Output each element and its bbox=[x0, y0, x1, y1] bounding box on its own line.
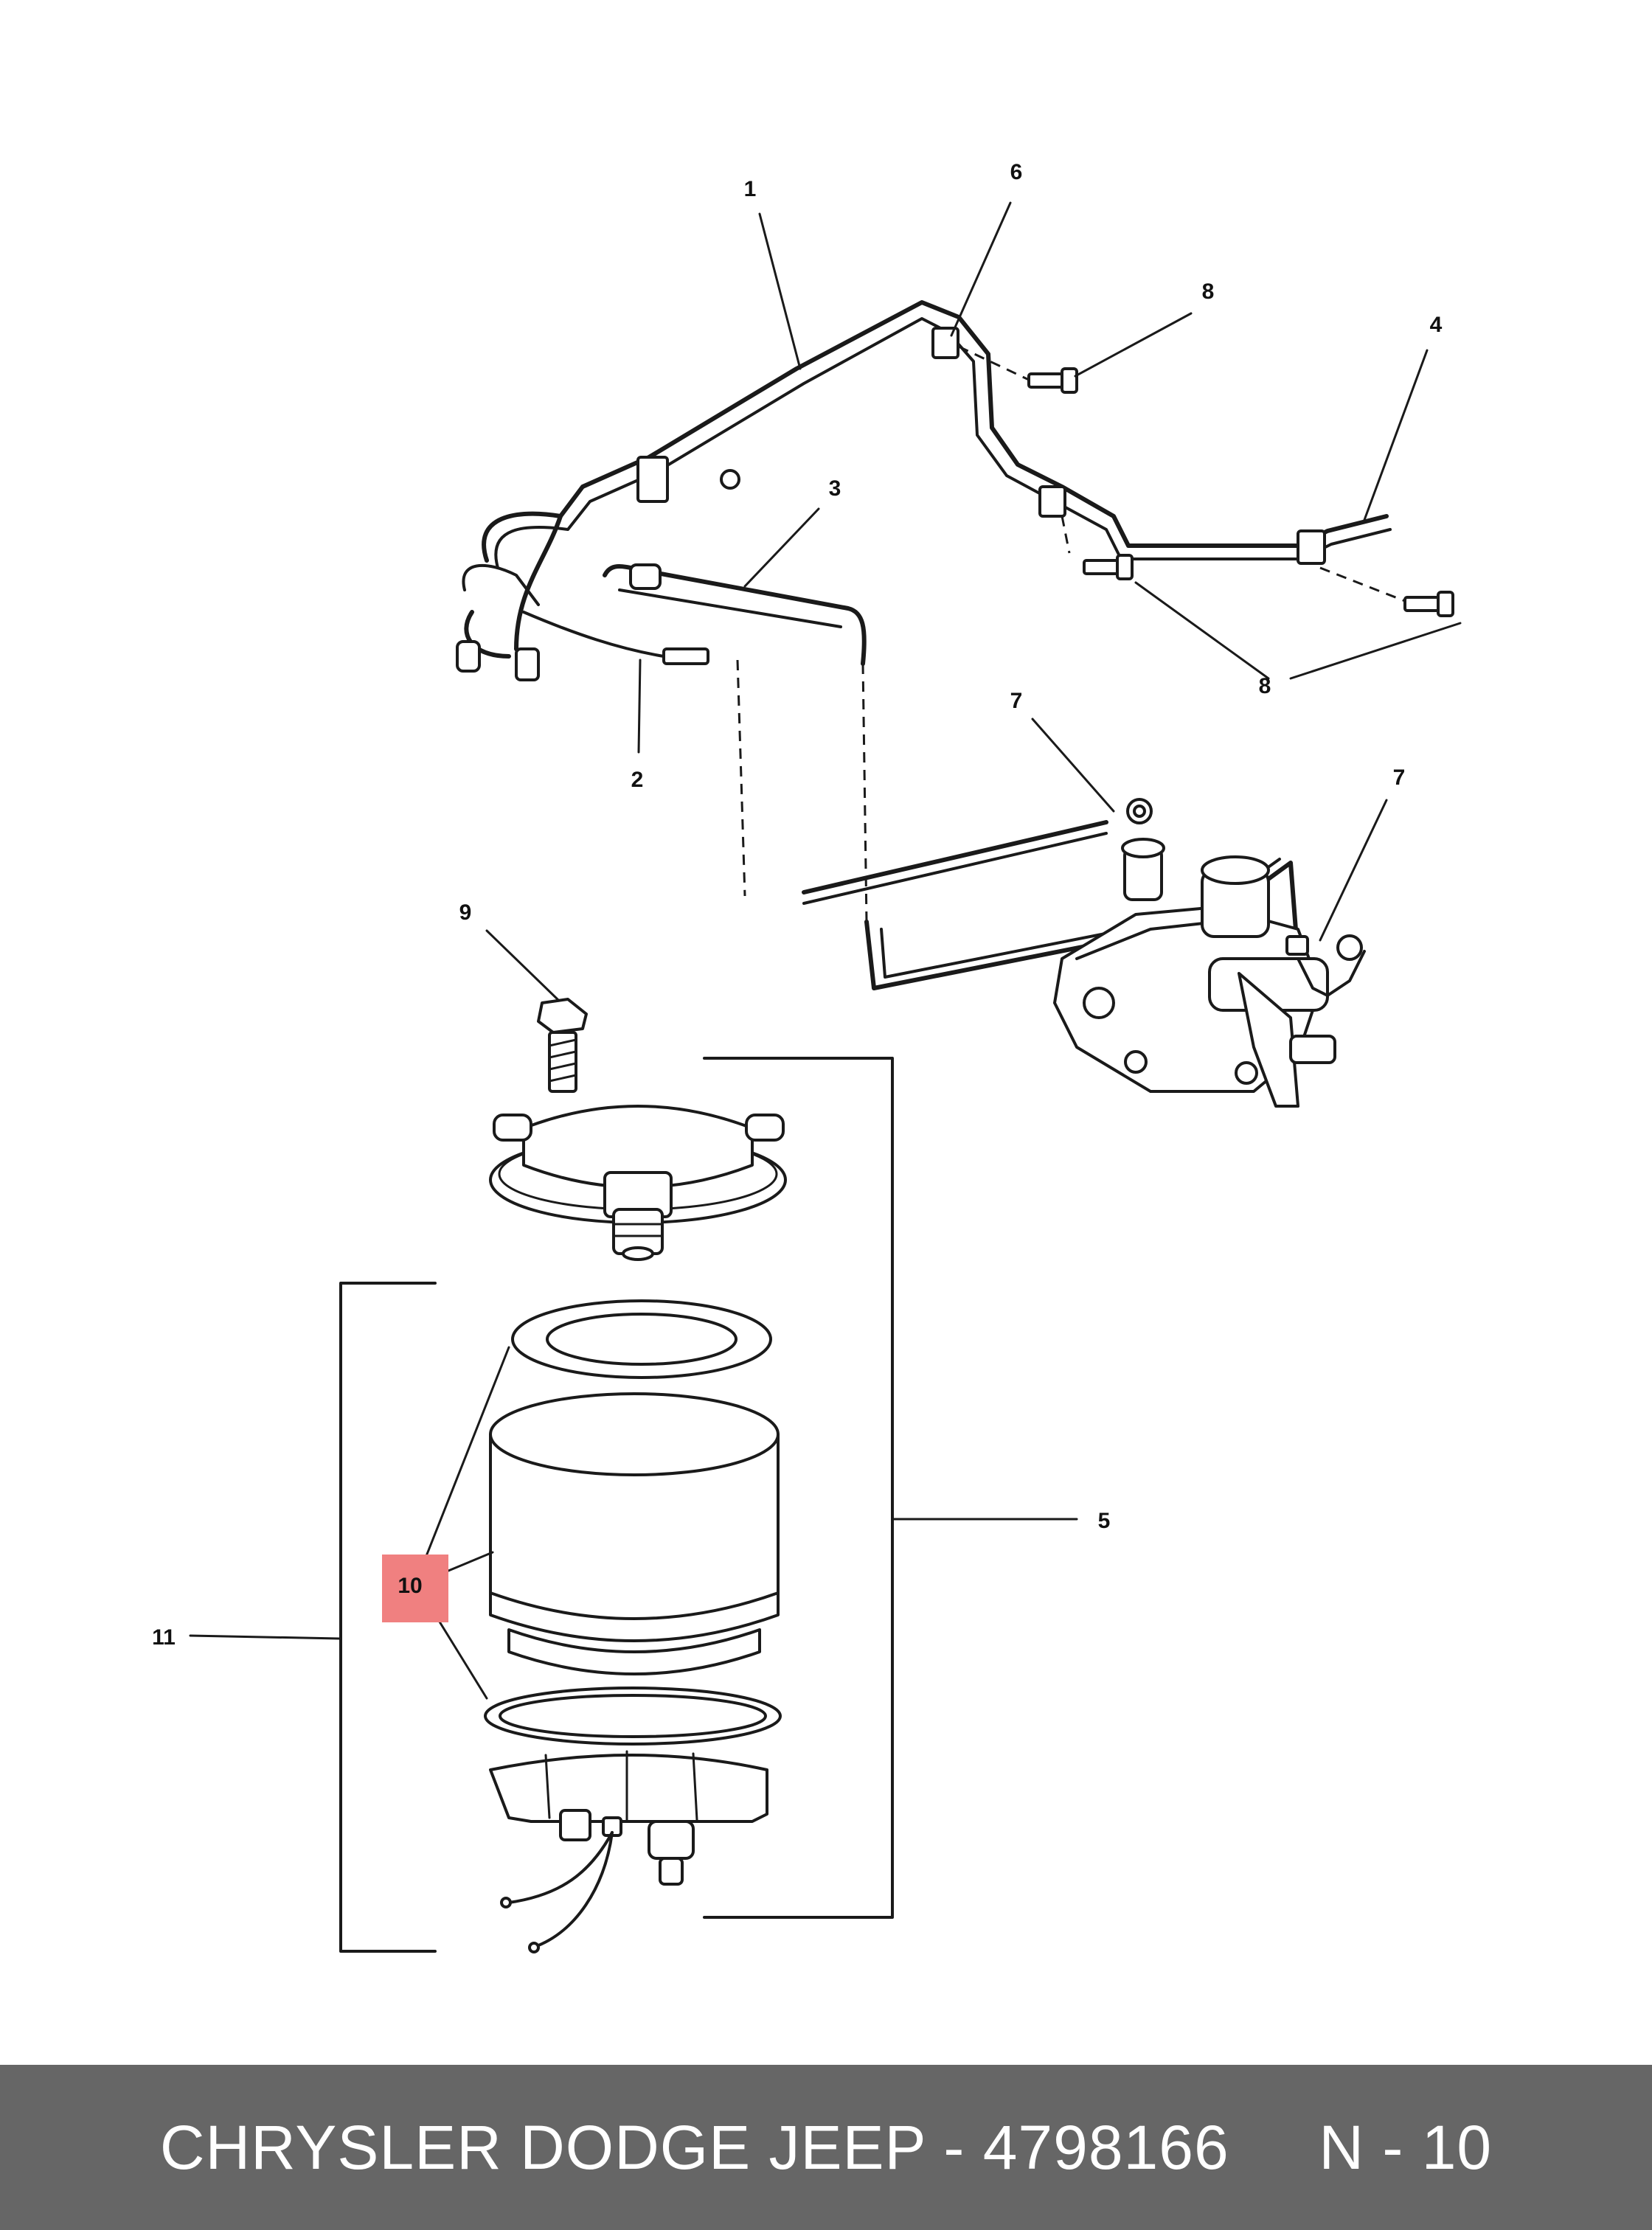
callout-7-right: 7 bbox=[1393, 765, 1406, 790]
callout-8-bottom: 8 bbox=[1259, 674, 1271, 698]
callout-3: 3 bbox=[829, 476, 841, 501]
callout-6: 6 bbox=[1010, 160, 1023, 184]
parts-diagram: 1 6 8 4 3 2 8 7 7 9 5 10 11 bbox=[152, 160, 1462, 1953]
dashed-connector-right bbox=[861, 663, 868, 923]
bracket-assembly-11 bbox=[339, 1282, 437, 1953]
filter-element bbox=[489, 1392, 780, 1675]
callout-1: 1 bbox=[744, 177, 757, 201]
highlight-box-10 bbox=[382, 1555, 448, 1622]
callout-4: 4 bbox=[1430, 313, 1443, 337]
callout-5: 5 bbox=[1098, 1509, 1111, 1533]
callout-9: 9 bbox=[459, 900, 472, 925]
o-ring-lower bbox=[484, 1687, 782, 1746]
bolt-9 bbox=[537, 998, 588, 1093]
callout-8-top: 8 bbox=[1202, 279, 1215, 304]
callout-11: 11 bbox=[152, 1625, 176, 1650]
dashed-connector-left bbox=[736, 659, 746, 897]
gasket-ring-upper bbox=[511, 1299, 772, 1379]
part-number-footer: CHRYSLER DODGE JEEP - 4798166 N - 10 bbox=[0, 2065, 1652, 2230]
callout-2: 2 bbox=[631, 768, 644, 792]
fuel-pump bbox=[802, 798, 1366, 1108]
bracket-assembly-5 bbox=[703, 1057, 894, 1919]
filter-head bbox=[489, 1105, 787, 1261]
filter-bowl bbox=[489, 1750, 768, 1953]
fuel-line-assembly bbox=[456, 300, 1454, 681]
callout-7-left: 7 bbox=[1010, 689, 1023, 713]
footer-caption: CHRYSLER DODGE JEEP - 4798166 N - 10 bbox=[159, 2112, 1493, 2182]
callout-10: 10 bbox=[398, 1574, 422, 1598]
